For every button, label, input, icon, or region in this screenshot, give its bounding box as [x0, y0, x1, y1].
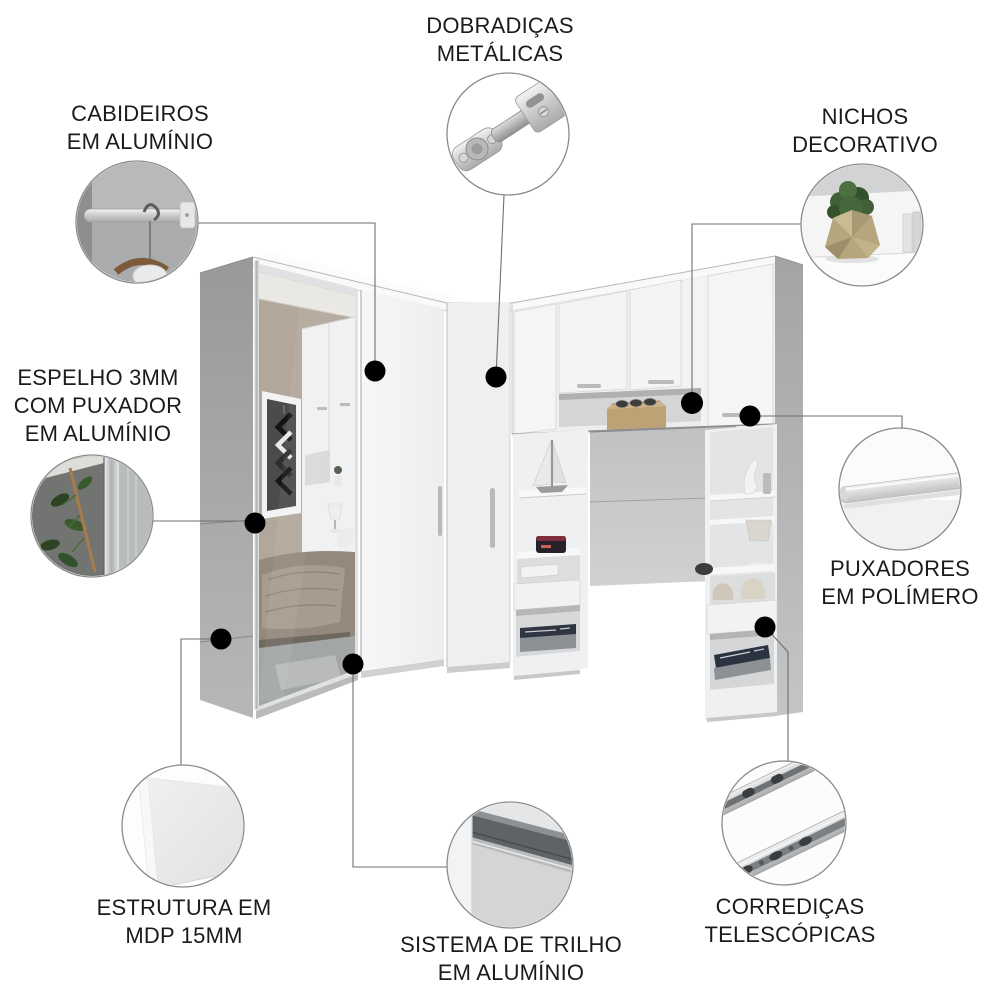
callout-line-cabideiros: [198, 222, 376, 371]
label-line: CORREDIÇAS: [715, 894, 865, 919]
polymer-handle-icon: [840, 429, 960, 549]
estrutura-callout-circle: [121, 764, 245, 888]
label-puxadores: PUXADORES EM POLÍMERO: [792, 555, 1000, 611]
callout-line-estrutura: [180, 638, 221, 766]
nichos-callout-circle: [800, 163, 924, 287]
decorative-niche: [559, 388, 701, 436]
clothes-rail-icon: [77, 162, 197, 282]
right-tower: [695, 424, 778, 722]
bottle-decor: [763, 473, 771, 494]
trilho-callout-circle: [446, 801, 574, 929]
vases-decor: [712, 578, 766, 600]
callout-line-trilho: [352, 664, 447, 868]
mdp-board-icon: [123, 766, 243, 886]
hinge-icon: [448, 74, 568, 194]
label-espelho: ESPELHO 3MM COM PUXADOR EM ALUMÍNIO: [0, 364, 196, 448]
label-line: EM ALUMÍNIO: [24, 420, 172, 446]
door-handle: [438, 486, 442, 536]
callout-line-nichos: [691, 223, 801, 403]
door-handle: [648, 380, 674, 384]
label-line: ESTRUTURA EM: [96, 895, 272, 920]
label-line: EM ALUMÍNIO: [66, 128, 214, 154]
callout-dots: [210, 360, 776, 675]
upper-door: [707, 263, 774, 431]
label-trilho: SISTEMA DE TRILHO EM ALUMÍNIO: [358, 931, 664, 987]
hand-sculpture-decor: [743, 459, 771, 495]
clock-decor: [536, 536, 566, 553]
label-nichos: NICHOS DECORATIVO: [740, 103, 990, 159]
label-line: METÁLICAS: [436, 40, 564, 66]
callout-dot-nichos: [681, 392, 703, 414]
callout-line-corredicas: [765, 627, 789, 762]
sunglasses-decor: [615, 398, 657, 408]
right-wing: [511, 255, 804, 722]
callout-circles: [30, 72, 962, 929]
upper-door: [558, 290, 628, 394]
plant-leaves: [40, 467, 97, 573]
label-line: TELESCÓPICAS: [704, 921, 876, 947]
label-cabideiros: CABIDEIROS EM ALUMÍNIO: [10, 100, 270, 156]
aluminum-track-icon: [448, 803, 572, 927]
door-handle: [722, 413, 742, 417]
callout-dot-trilho: [342, 653, 364, 675]
right-side-panel: [775, 256, 803, 716]
callout-dot-cabideiros: [364, 360, 386, 382]
callout-dot-puxadores: [739, 405, 761, 427]
books-decor: [520, 624, 576, 652]
door-handle: [490, 488, 495, 548]
gold-vase: [825, 210, 880, 259]
callout-dot-dobradicas: [485, 366, 507, 388]
espelho-callout-circle: [30, 454, 154, 578]
upper-door: [629, 279, 682, 391]
mirror-edge-icon: [32, 456, 152, 576]
callout-lines: [153, 194, 903, 868]
upper-door: [513, 303, 557, 435]
cabideiros-callout-circle: [75, 160, 199, 284]
callout-dot-estrutura: [210, 628, 232, 650]
sailboat-decor: [532, 440, 568, 493]
drawer: [513, 579, 581, 611]
label-line: SISTEMA DE TRILHO: [400, 932, 622, 957]
label-line: DECORATIVO: [792, 131, 938, 157]
puxadores-callout-circle: [838, 427, 962, 551]
label-dobradicas: DOBRADIÇAS METÁLICAS: [330, 12, 670, 68]
label-line: CABIDEIROS: [71, 101, 209, 126]
mirror-reflection: [259, 272, 355, 706]
label-line: MDP 15MM: [125, 922, 243, 948]
book-decor: [520, 563, 559, 579]
corner-door: [446, 302, 511, 673]
label-estrutura: ESTRUTURA EM MDP 15MM: [68, 894, 300, 950]
callout-line-puxadores: [750, 415, 903, 429]
mirror-door: [254, 260, 358, 719]
label-corredicas: CORREDIÇAS TELESCÓPICAS: [656, 893, 924, 949]
mirror-aluminum-edge: [254, 260, 259, 710]
white-door: [360, 290, 445, 678]
dark-decor-item: [695, 563, 713, 575]
corredicas-callout-circle: [721, 760, 847, 886]
door-handle: [577, 384, 601, 388]
callout-dot-espelho: [244, 512, 266, 534]
callout-line-dobradicas: [495, 194, 505, 378]
label-line: COM PUXADOR: [13, 392, 183, 418]
left-side-panel: [199, 256, 254, 718]
callout-dot-corredicas: [754, 616, 776, 638]
label-line: DOBRADIÇAS: [426, 13, 574, 38]
label-line: PUXADORES: [830, 556, 970, 581]
left-tower: [513, 430, 588, 680]
label-line: NICHOS: [821, 104, 909, 129]
slide-rail-lower: [723, 810, 845, 884]
telescopic-slide-icon: [723, 762, 845, 884]
hinge-callout-circle: [446, 72, 570, 196]
label-line: EM ALUMÍNIO: [437, 959, 585, 985]
slide-rail-upper: [723, 762, 816, 825]
wardrobe-illustration: [199, 252, 804, 722]
label-line: ESPELHO 3MM: [17, 365, 179, 390]
decor-plant-icon: [802, 165, 922, 285]
books-decor: [714, 645, 771, 680]
label-line: EM POLÍMERO: [821, 583, 979, 609]
